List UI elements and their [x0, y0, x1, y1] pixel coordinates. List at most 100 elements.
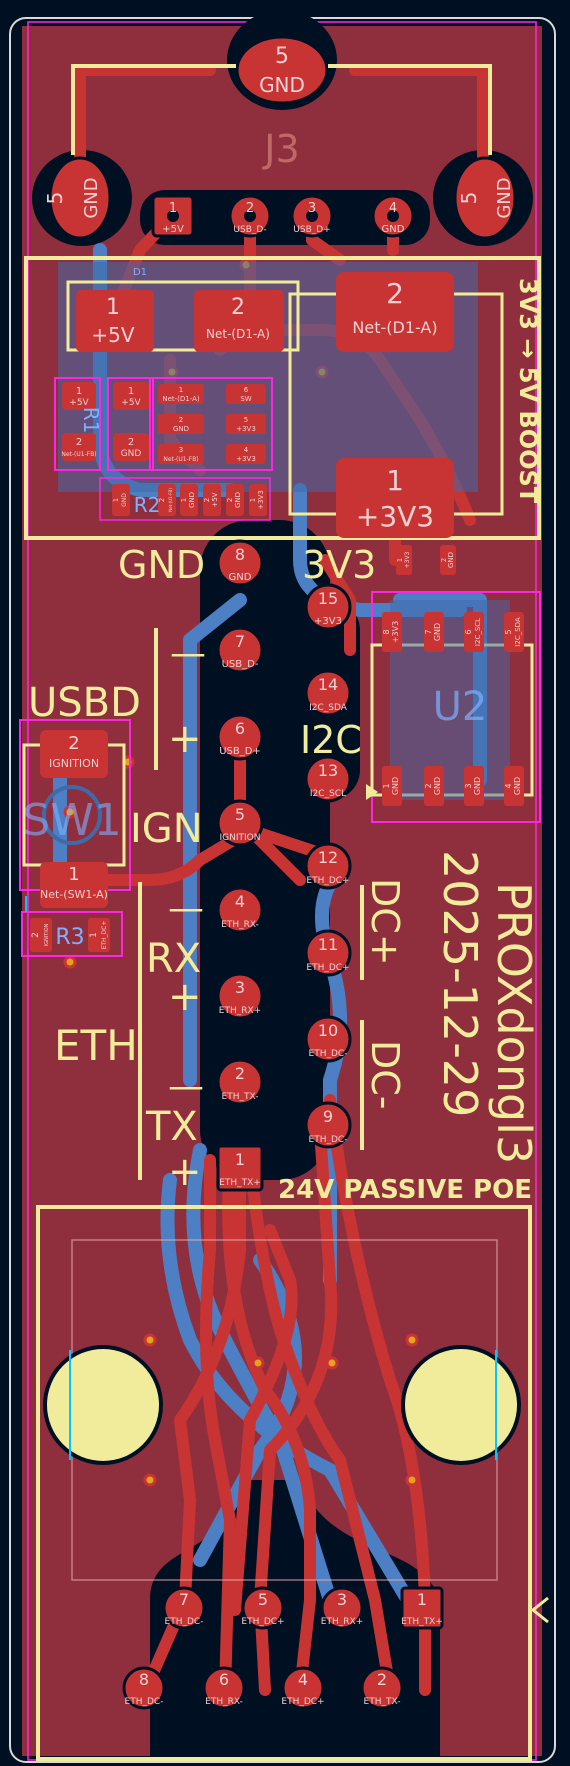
header-pin-7-net: USB_D- — [222, 659, 259, 670]
j3-pin-2-num: 2 — [246, 201, 254, 216]
l1-pad-1-num: 1 — [386, 464, 404, 497]
header-pin-5-net: IGNITION — [220, 833, 261, 843]
tx-label: TX — [145, 1104, 198, 1150]
j3-left-pad-net: GND — [81, 177, 102, 218]
d1-silk-outline — [66, 280, 300, 352]
cu2-pad-2-net: GND — [447, 552, 455, 568]
header-pin-3-num: 3 — [235, 978, 245, 997]
u1-pin-6-num: 6 — [244, 386, 249, 394]
u1-pin-3 — [158, 444, 204, 464]
poe-label: 24V PASSIVE POE — [278, 1175, 532, 1205]
header-pin-1-net: ETH_TX+ — [219, 1178, 261, 1188]
rx-plus: + — [168, 974, 202, 1020]
u1-pin-5-num: 5 — [244, 416, 248, 424]
boost-label: 3V3 → 5V BOOST — [514, 278, 542, 504]
u1-pin-4 — [226, 444, 266, 464]
header-pin-10-net: ETH_DC- — [309, 1049, 348, 1059]
c-pad-d — [249, 484, 267, 516]
c-pad-b-num: 2 — [203, 498, 211, 502]
header-pin-1 — [216, 1144, 264, 1192]
l1-pad-2-net: Net-(D1-A) — [352, 318, 437, 337]
u2-pin-2-num: 2 — [424, 783, 433, 788]
l1-pad-1-net: +3V3 — [356, 500, 434, 533]
j3-pin-1-net: +5V — [162, 224, 184, 235]
u1-pin-6-net: SW — [240, 395, 251, 403]
header-pin-8 — [216, 539, 264, 587]
u2-pin-5-num: 5 — [504, 629, 513, 634]
sw1-refdes: SW1 — [22, 795, 121, 846]
j3-pin-3-net: USB_D+ — [293, 225, 330, 235]
u2-pin-3 — [464, 766, 484, 806]
header-pin-15-num: 15 — [318, 589, 338, 608]
dcm-label: DC- — [363, 1040, 407, 1110]
u2-pin-6-net: I2C_SCL — [474, 618, 482, 646]
r1-pad-1-num: 1 — [76, 386, 82, 397]
header-pin-3-net: ETH_RX+ — [219, 1006, 261, 1016]
d1-pad-2-num: 2 — [231, 295, 245, 320]
c-pad-c — [226, 484, 244, 516]
header-pin-10-num: 10 — [318, 1021, 338, 1040]
header-pin-12-num: 12 — [318, 848, 338, 867]
ic-u2: U2 8 +3V3 7 GND 6 I2C_SCL 5 I2C_SDA 1 GN… — [370, 591, 541, 823]
rj45-pin1-marker — [530, 1596, 549, 1624]
sw1-pad-2-net: IGNITION — [49, 757, 99, 770]
u1-courtyard — [149, 377, 273, 471]
header-pin-4-num: 4 — [235, 892, 245, 911]
resistor-r3: 2 IGNITION R3 1 ETH_DC+ — [21, 911, 123, 957]
u2-pin-4-num: 4 — [504, 783, 513, 788]
j3-pin-2-net: USB_D- — [233, 225, 266, 235]
u1-pin-3-num: 3 — [179, 446, 183, 454]
u2-pin-7-num: 7 — [424, 629, 433, 634]
sw1-pad-1 — [40, 862, 108, 908]
j3-left-shield-pad — [48, 156, 112, 240]
d1-pad-2-net: Net-(D1-A) — [206, 327, 270, 341]
header-pin-12 — [304, 842, 352, 890]
c-pad-b — [203, 484, 221, 516]
rj45-pin-2 — [360, 1666, 404, 1710]
u2-pin-2 — [424, 766, 444, 806]
r1-pad-2-num: 2 — [76, 437, 82, 448]
rj45-pin-2-num: 2 — [377, 1670, 387, 1689]
j3-pin-3-num: 3 — [308, 201, 316, 216]
d1-pad-2 — [194, 290, 284, 352]
d1-pad-1 — [76, 290, 154, 352]
rj45-connector: 7 ETH_DC- 5 ETH_DC+ 3 ETH_RX+ 1 ETH_TX+ … — [36, 1205, 532, 1761]
u2-pin-3-net: GND — [473, 777, 482, 795]
d1-pad-1-num: 1 — [106, 295, 120, 320]
rj45-pin-7-num: 7 — [179, 1590, 189, 1609]
rj45-pin-5-num: 5 — [258, 1590, 268, 1609]
3v3-label: 3V3 — [302, 543, 376, 587]
u1-pin-5 — [226, 414, 266, 434]
header-pin-8-net: GND — [229, 572, 252, 583]
usb-connector-j3: 5 GND 5 GND 5 GND J3 1 +5V 2 USB_D- 3 US… — [43, 35, 517, 240]
rj45-pin-1-net: ETH_TX+ — [401, 1617, 443, 1627]
rj45-pin-8-num: 8 — [139, 1670, 149, 1689]
header-pin-11-net: ETH_DC+ — [306, 963, 349, 973]
u1-pin-5-net: +3V3 — [236, 425, 256, 433]
usbd-label: USBD — [28, 680, 141, 726]
r1-pad-2 — [62, 433, 96, 461]
r2-bot-pad-1 — [112, 484, 130, 516]
r2-top-pad-2-net: GND — [121, 449, 142, 459]
j3-pin-4-num: 4 — [389, 201, 397, 216]
u2-pin-8 — [382, 612, 402, 652]
header-pin-14-num: 14 — [318, 675, 338, 694]
header-pin-11 — [304, 929, 352, 977]
header-pin-13 — [304, 755, 352, 803]
j3-top-pad-num: 5 — [275, 44, 289, 69]
r2-refdes: R2 — [134, 493, 161, 517]
r3-pad-1-num: 1 — [89, 932, 99, 938]
eth-label: ETH — [54, 1021, 138, 1070]
header-pin-6-num: 6 — [235, 719, 245, 738]
header-pin-4 — [216, 886, 264, 934]
l1-pad-2 — [336, 272, 454, 352]
usbd-plus: + — [168, 716, 202, 762]
l1-pad-2-num: 2 — [386, 277, 404, 310]
rj45-pin-4-net: ETH_DC+ — [281, 1697, 324, 1707]
cu2-pad-2 — [440, 545, 456, 575]
u1-pin-6 — [226, 384, 266, 404]
rj45-pin-6 — [202, 1666, 246, 1710]
fab-layer-marks — [25, 896, 497, 1460]
header-pin-14-net: I2C_SDA — [309, 703, 348, 713]
header-pin-7-num: 7 — [235, 632, 245, 651]
